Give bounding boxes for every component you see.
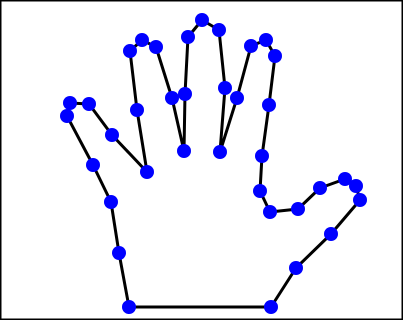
landmark-point-18	[213, 145, 227, 159]
landmark-point-23	[178, 87, 192, 101]
landmark-point-20	[212, 23, 226, 37]
landmark-point-7	[338, 172, 352, 186]
landmark-point-32	[82, 97, 96, 111]
landmark-point-17	[230, 91, 244, 105]
landmark-point-1	[122, 300, 136, 314]
landmark-point-33	[63, 96, 77, 110]
landmark-point-2	[264, 300, 278, 314]
landmark-point-4	[324, 227, 338, 241]
landmark-point-28	[123, 44, 137, 58]
landmark-point-21	[195, 13, 209, 27]
landmark-point-9	[291, 202, 305, 216]
landmark-point-6	[349, 179, 363, 193]
landmark-point-13	[262, 98, 276, 112]
landmark-point-36	[104, 195, 118, 209]
landmark-point-3	[289, 261, 303, 275]
landmark-point-16	[244, 39, 258, 53]
landmark-point-11	[253, 184, 267, 198]
landmark-point-19	[218, 81, 232, 95]
landmark-point-5	[353, 193, 367, 207]
landmark-point-14	[268, 49, 282, 63]
landmark-points	[60, 13, 367, 314]
landmark-point-8	[313, 181, 327, 195]
landmark-point-12	[255, 149, 269, 163]
landmark-point-35	[86, 158, 100, 172]
landmark-point-34	[60, 109, 74, 123]
landmark-point-22	[181, 30, 195, 44]
landmark-point-27	[135, 33, 149, 47]
landmark-point-24	[177, 144, 191, 158]
landmark-point-37	[112, 246, 126, 260]
landmark-point-26	[149, 40, 163, 54]
landmark-point-31	[105, 128, 119, 142]
landmark-point-29	[130, 103, 144, 117]
landmark-point-15	[259, 33, 273, 47]
landmark-point-25	[165, 91, 179, 105]
landmark-point-30	[140, 165, 154, 179]
landmark-point-10	[263, 205, 277, 219]
